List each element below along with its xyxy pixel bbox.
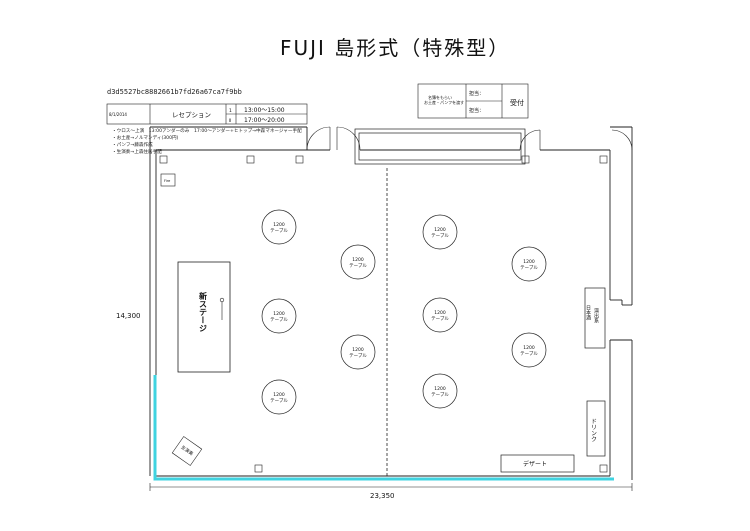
mic-icon — [219, 297, 225, 303]
schedule-row-time: 17:00〜20:00 — [244, 117, 285, 124]
table-label: テーブル — [349, 262, 367, 269]
table-circle — [422, 297, 458, 333]
room-walls — [149, 126, 633, 480]
stage — [177, 261, 231, 373]
table-label: テーブル — [270, 397, 288, 404]
stage-label: 新ステージ — [199, 291, 208, 332]
pillars — [159, 155, 608, 473]
schedule-date: 8/1/2014 — [109, 112, 127, 117]
table-number: 1200 — [434, 227, 446, 233]
table-label: テーブル — [520, 264, 538, 271]
table-circle — [261, 209, 297, 245]
side-counter — [584, 287, 606, 349]
reception-box — [417, 83, 529, 119]
table-circle — [340, 244, 376, 280]
side-counter-label: 日本酒 — [585, 305, 591, 321]
table-label: テーブル — [270, 227, 288, 234]
table-circle — [422, 214, 458, 250]
table-number: 1200 — [273, 311, 285, 317]
reception-note: お土産・パンフを渡す — [424, 99, 464, 105]
note-line: ・生演奏→上森住居手配 — [112, 150, 162, 155]
table-label: テーブル — [431, 315, 449, 322]
table-label: テーブル — [270, 316, 288, 323]
small-box-label: Fire — [164, 179, 170, 183]
dessert-label: デザート — [523, 460, 547, 468]
document-id: d3d5527bc8882661b7fd26a67ca7f9bb — [107, 88, 242, 96]
table-number: 1200 — [523, 345, 535, 351]
note-line: ・お土産→ノルマンディ(300円) — [112, 136, 179, 141]
door-arcs — [306, 126, 633, 151]
table-number: 1200 — [434, 386, 446, 392]
table-number: 1200 — [352, 257, 364, 263]
width-dimension: 23,350 — [370, 492, 395, 500]
table-number: 1200 — [352, 347, 364, 353]
reception-field: 担当： — [469, 90, 484, 97]
ensemble-label: 生演奏 — [180, 444, 195, 458]
drink-label: ドリンク — [590, 418, 597, 442]
drink-counter — [586, 400, 606, 457]
table-circle — [511, 332, 547, 368]
table-circle — [422, 373, 458, 409]
table-label: テーブル — [349, 352, 367, 359]
ensemble-area — [171, 436, 203, 466]
note-line: ・パンフ→藤森作成 — [112, 143, 153, 148]
highlighted-wall — [153, 375, 614, 481]
table-circle — [340, 334, 376, 370]
side-counter-label: 演出系 — [593, 307, 599, 323]
table-label: テーブル — [431, 232, 449, 239]
table-label: テーブル — [431, 391, 449, 398]
small-box — [160, 173, 176, 187]
reception-label: 受付 — [510, 98, 524, 107]
table-number: 1200 — [273, 222, 285, 228]
table-circle — [511, 246, 547, 282]
page-title: FUJI 島形式（特殊型） — [280, 36, 511, 60]
schedule-row-no: 1 — [229, 108, 232, 114]
reception-note: 名簿をもらい — [428, 94, 452, 100]
table-number: 1200 — [273, 392, 285, 398]
schedule-row-no: Ⅱ — [229, 118, 231, 124]
tables-layer: 1200テーブル1200テーブル1200テーブル1200テーブル1200テーブル… — [261, 209, 547, 415]
height-dimension: 14,300 — [116, 312, 141, 320]
table-circle — [261, 379, 297, 415]
top-counter — [354, 128, 526, 165]
table-number: 1200 — [434, 310, 446, 316]
table-number: 1200 — [523, 259, 535, 265]
dessert-counter — [500, 454, 575, 473]
table-circle — [261, 298, 297, 334]
schedule-row-time: 13:00〜15:00 — [244, 107, 285, 114]
schedule-table — [106, 103, 308, 125]
note-line: ・ウロス～上演 13:00アンダーのみ 17:00〜アンダー+ヒトップ→中森マネ… — [112, 129, 302, 134]
table-label: テーブル — [520, 350, 538, 357]
reception-field: 担当： — [469, 107, 484, 114]
schedule-event: レセプション — [172, 111, 211, 119]
